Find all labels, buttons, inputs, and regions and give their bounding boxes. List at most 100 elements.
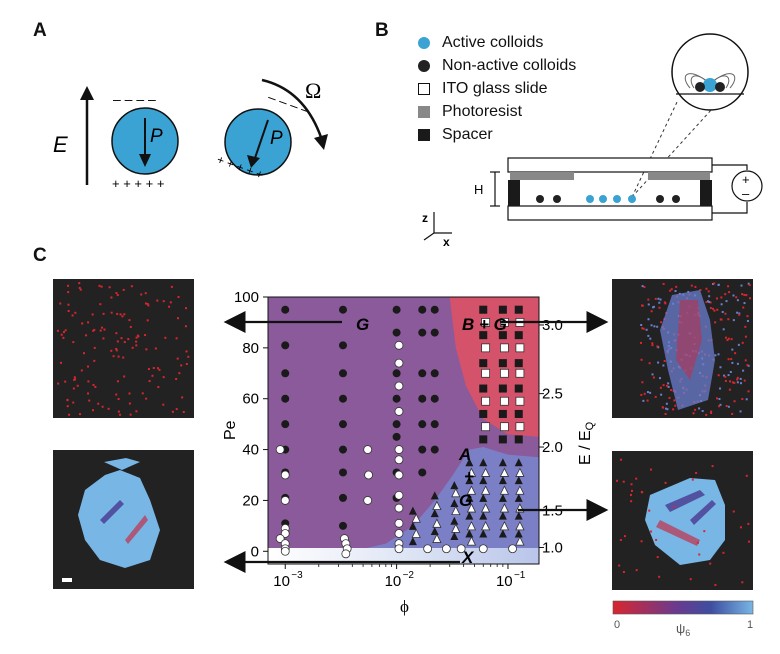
particle bbox=[169, 301, 172, 304]
marker-bg-filled bbox=[479, 409, 488, 418]
particle bbox=[641, 381, 644, 384]
phase-diagram: 0204060801001.01.52.02.53.010−310−210−1ϕ… bbox=[222, 289, 596, 616]
particle bbox=[128, 319, 131, 322]
particle bbox=[717, 283, 720, 286]
colorbar: 0 1 ψ6 bbox=[612, 600, 754, 638]
particle bbox=[691, 478, 694, 481]
particle bbox=[144, 302, 147, 305]
particle bbox=[709, 301, 712, 304]
y2-tick-label: 2.5 bbox=[542, 386, 563, 403]
particle bbox=[180, 364, 183, 367]
particle bbox=[147, 368, 150, 371]
particle bbox=[117, 355, 120, 358]
marker-x-open bbox=[456, 544, 466, 554]
y-tick-label: 0 bbox=[251, 543, 259, 560]
particle bbox=[85, 334, 88, 337]
particle bbox=[640, 323, 643, 326]
particle bbox=[743, 302, 746, 305]
particle bbox=[747, 522, 750, 525]
chart-axes: 0204060801001.01.52.02.53.010−310−210−1ϕ… bbox=[222, 289, 596, 616]
particle bbox=[91, 313, 94, 316]
legend-label: Photoresist bbox=[442, 103, 523, 120]
marker-x-open bbox=[394, 358, 404, 368]
particle bbox=[662, 406, 665, 409]
particle bbox=[175, 337, 178, 340]
particle bbox=[182, 410, 185, 413]
particle bbox=[649, 468, 652, 471]
particle bbox=[712, 307, 715, 310]
particle bbox=[56, 329, 59, 332]
particle bbox=[129, 325, 132, 328]
marker-ag-filled bbox=[408, 506, 417, 515]
particle bbox=[658, 301, 661, 304]
particle bbox=[742, 306, 745, 309]
marker-a-open bbox=[515, 485, 525, 495]
particle bbox=[673, 399, 676, 402]
particle bbox=[669, 289, 672, 292]
particle bbox=[744, 335, 747, 338]
particle bbox=[618, 564, 621, 567]
marker-g bbox=[338, 493, 347, 502]
particle bbox=[723, 374, 726, 377]
particle bbox=[744, 359, 747, 362]
particle bbox=[115, 393, 118, 396]
marker-ag-filled bbox=[465, 529, 474, 538]
particle bbox=[122, 288, 125, 291]
particle bbox=[736, 378, 739, 381]
particle bbox=[724, 293, 727, 296]
particle bbox=[675, 285, 678, 288]
particle bbox=[72, 401, 75, 404]
particle bbox=[122, 356, 125, 359]
particle bbox=[650, 530, 653, 533]
particle bbox=[67, 303, 70, 306]
particle bbox=[745, 474, 748, 477]
marker-a-open bbox=[451, 487, 461, 498]
particle bbox=[72, 341, 75, 344]
marker-ag-filled bbox=[465, 511, 474, 520]
marker-a-open bbox=[480, 485, 491, 495]
y2-tick-label: 1.0 bbox=[542, 539, 563, 556]
particle bbox=[654, 395, 657, 398]
particle bbox=[93, 359, 96, 362]
particle bbox=[110, 311, 113, 314]
particle bbox=[746, 364, 749, 367]
particle bbox=[73, 376, 76, 379]
particle bbox=[730, 358, 733, 361]
particle bbox=[640, 341, 643, 344]
phase-regions bbox=[268, 297, 539, 564]
x-tick-label: 10 bbox=[273, 573, 290, 590]
particle bbox=[719, 387, 722, 390]
particle bbox=[67, 291, 70, 294]
particle bbox=[716, 308, 719, 311]
marker-ag-filled bbox=[514, 511, 523, 520]
snapshot-arrows bbox=[223, 311, 609, 573]
marker-a-open bbox=[432, 533, 442, 543]
particle bbox=[736, 376, 739, 379]
marker-g bbox=[338, 341, 347, 350]
marker-b-open bbox=[481, 368, 491, 378]
particle bbox=[121, 315, 124, 318]
particle bbox=[83, 352, 86, 355]
particle bbox=[698, 553, 701, 556]
marker-a-open bbox=[466, 485, 477, 495]
particle bbox=[80, 369, 83, 372]
marker-a-open bbox=[432, 518, 442, 528]
particle bbox=[705, 301, 708, 304]
particle bbox=[147, 304, 150, 307]
particle bbox=[660, 393, 663, 396]
y-tick-label: 20 bbox=[242, 492, 259, 509]
marker-x-open bbox=[280, 496, 290, 505]
particle bbox=[87, 380, 90, 383]
legend-square-icon bbox=[418, 129, 430, 141]
particle bbox=[663, 359, 666, 362]
particle bbox=[630, 483, 633, 486]
particle bbox=[658, 306, 661, 309]
marker-ag-filled bbox=[498, 511, 507, 520]
marker-x-open bbox=[394, 455, 404, 465]
particle bbox=[724, 336, 727, 339]
x-tick-exponent: −2 bbox=[403, 570, 415, 581]
particle bbox=[57, 382, 60, 385]
particle bbox=[719, 366, 722, 369]
particle bbox=[175, 408, 178, 411]
